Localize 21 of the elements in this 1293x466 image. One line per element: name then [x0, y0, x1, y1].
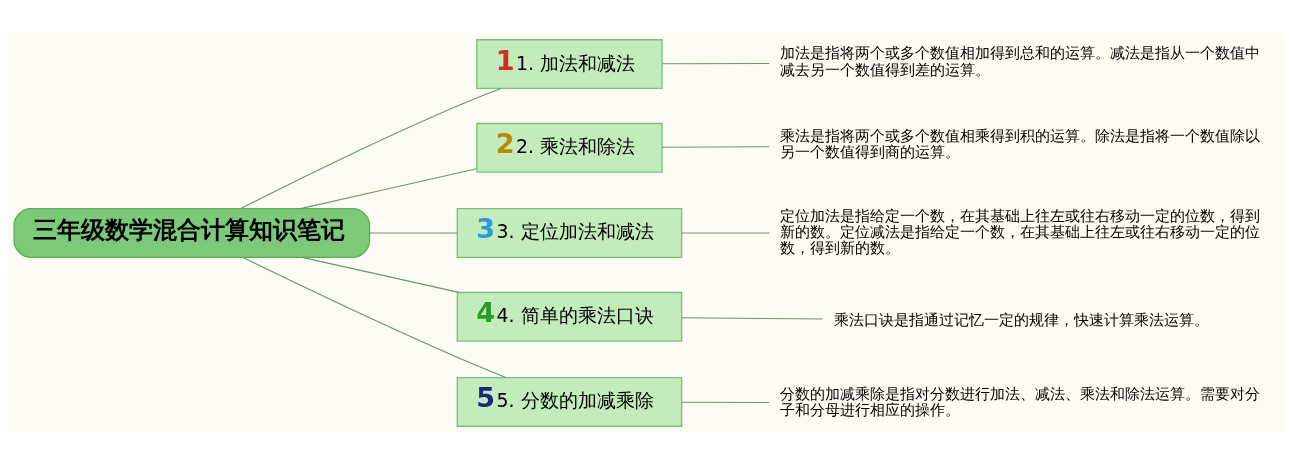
connector: [681, 317, 824, 320]
node-text: 乘法是指将两个或多个数值相乘得到积的运算。除法是指将一个数值除以另一个数值得到商的运算。: [780, 126, 1261, 162]
connector: [661, 62, 770, 65]
connector: [661, 146, 770, 148]
connector: [369, 232, 458, 234]
node-text: 分数的加减乘除是指对分数进行加法、减法、乘法和除法运算。需要对分子和分母进行相应的操作。: [780, 384, 1261, 420]
node-box: 3 3. 定位加法和减法: [456, 208, 683, 258]
connector: [681, 232, 770, 234]
connector: [301, 256, 460, 293]
node-box: 5 5. 分数的加减乘除: [456, 376, 683, 427]
node-text: 乘法口诀是指通过记忆一定的规律，快速计算乘法运算。: [833, 310, 1209, 329]
connector: [681, 401, 770, 404]
node-box: 2 2. 乘法和除法: [476, 122, 663, 173]
node-box: 三年级数学混合计算知识笔记: [13, 208, 371, 258]
connector: [242, 256, 507, 379]
node-text: 定位加法是指给定一个数，在其基础上往左或往右移动一定的位数，得到新的数。定位减法是指给定一个数，在其基础上往左或往右移动一定的位数，得到新的数。: [780, 206, 1261, 257]
node-box: 1 1. 加法和减法: [476, 39, 663, 90]
connector: [300, 168, 478, 210]
node-box: 44. 简单的乘法口诀: [456, 291, 683, 342]
connector: [240, 87, 502, 210]
node-text: 加法是指将两个或多个数值相加得到总和的运算。减法是指从一个数值中减去另一个数值得到差的运算。: [780, 44, 1261, 79]
